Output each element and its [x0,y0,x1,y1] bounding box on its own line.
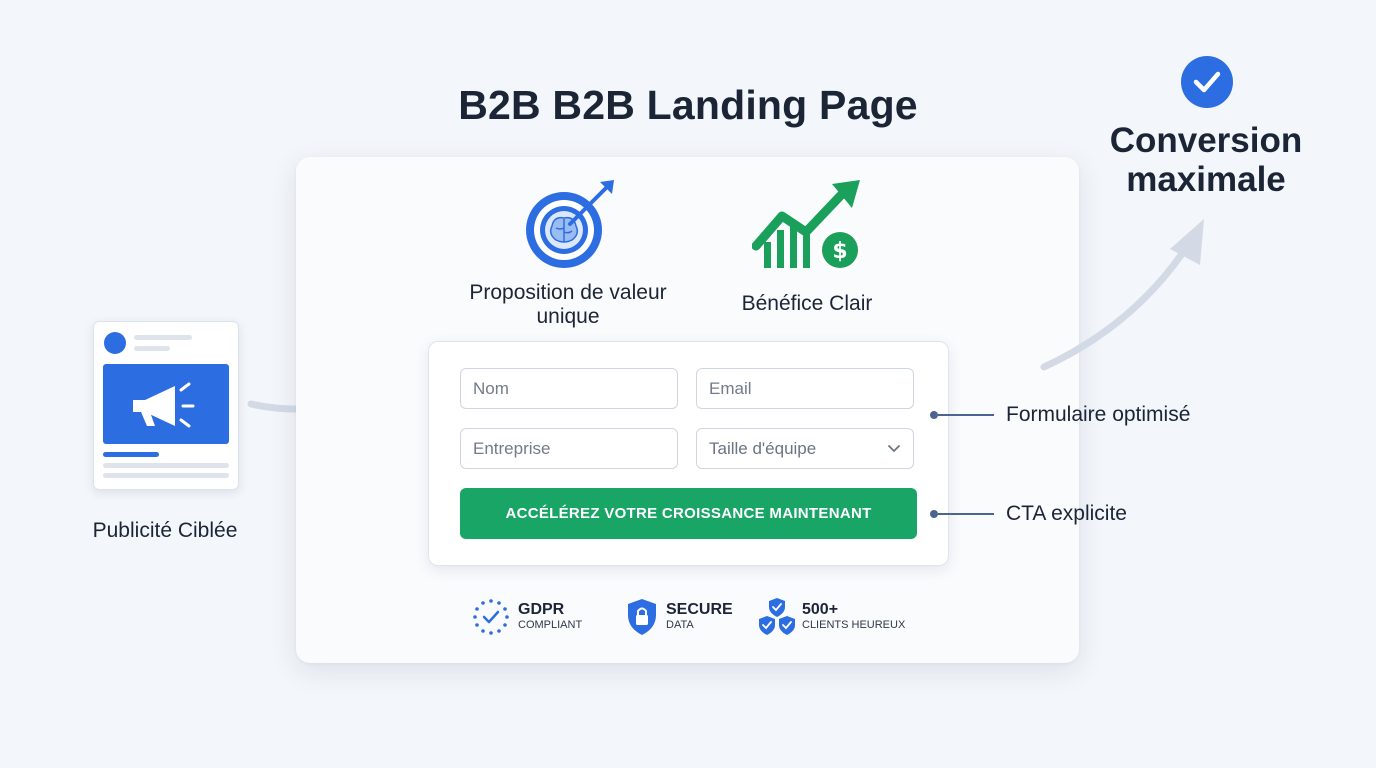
growth-chart-dollar-icon: $ [752,180,861,271]
badge-title: GDPR [518,601,565,618]
callout-cta-label: CTA explicite [1006,502,1127,525]
ad-text-line-accent [103,452,159,457]
badge-subtitle: COMPLIANT [518,619,583,631]
ad-avatar [104,332,126,354]
callout-dot [930,510,938,518]
badge-subtitle: DATA [666,619,694,631]
target-brain-icon [526,180,614,268]
badge-title: 500+ [802,601,839,618]
cta-button[interactable]: ACCÉLÉREZ VOTRE CROISSANCE MAINTENANT [460,488,917,539]
team-size-select[interactable]: Taille d'équipe [696,428,914,469]
ad-label: Publicité Ciblée [92,519,238,542]
svg-text:$: $ [832,239,847,264]
feature-value-proposition: Proposition de valeur unique [469,281,667,328]
team-size-selected-value: Taille d'équipe [709,438,817,458]
ad-card [93,321,239,490]
lead-form: Taille d'équipe ACCÉLÉREZ VOTRE CROISSAN… [428,341,949,566]
callout-line [938,513,994,515]
ad-text-line [103,463,229,468]
callout-form-label: Formulaire optimisé [1006,403,1191,426]
ad-text-line [134,335,192,340]
feature-benefit: Bénéfice Clair [741,292,873,315]
company-input[interactable] [460,428,678,469]
conversion-arrow-icon [1040,219,1204,371]
badge-clients: 500+ CLIENTS HEUREUX [802,601,905,632]
ad-text-line [103,473,229,478]
page-title: B2B B2B Landing Page [458,82,918,128]
megaphone-icon [133,382,195,428]
shields-check-icon [759,598,795,635]
badge-gdpr: GDPR COMPLIANT [518,601,582,632]
name-input[interactable] [460,368,678,409]
ad-text-line [134,346,170,351]
check-circle-icon [1181,56,1233,108]
badge-title: SECURE [666,601,733,618]
ad-banner [103,364,229,444]
conversion-label: Conversion maximale [1109,121,1303,199]
badge-subtitle: CLIENTS HEUREUX [802,619,906,631]
callout-line [938,414,994,416]
chevron-down-icon [888,444,900,452]
badge-secure: SECURE DATA [666,601,733,632]
shield-lock-icon [628,599,656,635]
email-input[interactable] [696,368,914,409]
eu-stars-check-icon [473,599,509,635]
callout-dot [930,411,938,419]
